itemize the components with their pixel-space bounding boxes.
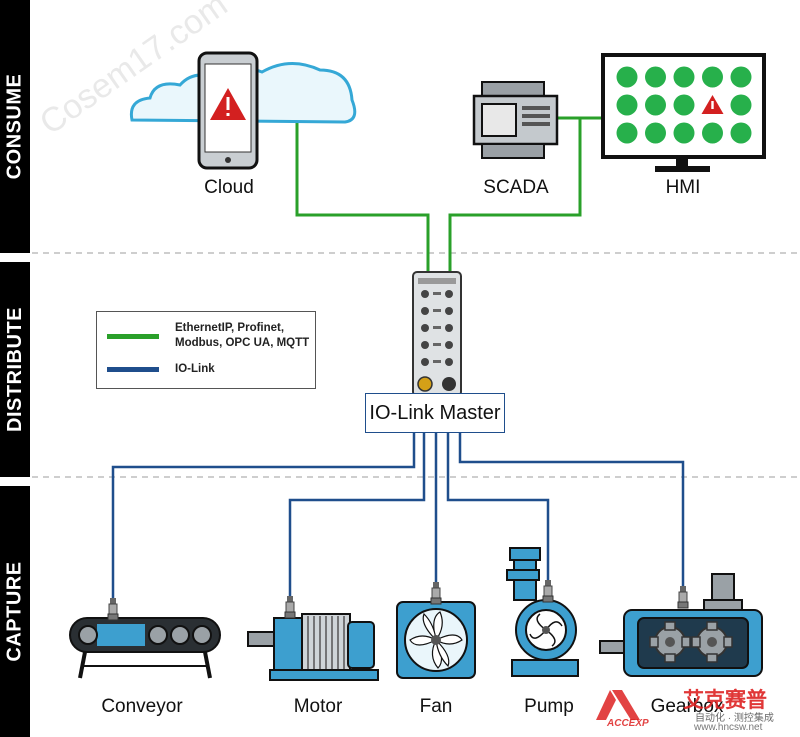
legend: EthernetIP, Profinet, Modbus, OPC UA, MQ… [96, 311, 316, 389]
motor-icon [247, 595, 379, 681]
warning-triangle-icon [210, 88, 246, 120]
hmi-status-dot [673, 94, 695, 116]
hmi-status-dot [645, 122, 666, 144]
legend-ethernet-line2: Modbus, OPC UA, MQTT [175, 337, 310, 349]
section-label-capture: CAPTURE [0, 486, 30, 737]
watermark-brand-cn: 艾克赛普 [683, 689, 767, 712]
legend-ethernet-line1: EthernetIP, Profinet, [175, 322, 285, 334]
motor-label: Motor [293, 696, 343, 717]
watermark-brand-logo: ACCEXP [607, 718, 649, 729]
legend-item-iolink: IO-Link [107, 362, 215, 377]
legend-iolink-label: IO-Link [175, 363, 215, 375]
hmi-status-dot [702, 122, 723, 144]
io-link-master-label: IO-Link Master [365, 393, 505, 433]
iolink-links [111, 431, 685, 598]
hmi-warning-mark [711, 101, 714, 109]
pump-label: Pump [524, 696, 574, 717]
hmi-status-dot [730, 94, 752, 116]
conveyor-icon [69, 597, 221, 679]
hmi-status-dot [616, 94, 638, 116]
cloud-label: Cloud [204, 177, 254, 198]
conveyor-label: Conveyor [101, 696, 183, 717]
hmi-monitor-icon [601, 53, 766, 172]
io-link-master-text: IO-Link Master [369, 401, 501, 424]
hmi-status-dot [730, 122, 752, 144]
scada-label: SCADA [483, 177, 549, 198]
hmi-label: HMI [665, 177, 701, 198]
legend-swatch-iolink [107, 367, 159, 372]
watermark-brand-sub: 自动化 · 测控集成 [695, 713, 774, 724]
legend-item-ethernet: EthernetIP, Profinet, Modbus, OPC UA, MQ… [107, 321, 309, 351]
legend-swatch-ethernet [107, 333, 159, 339]
hmi-status-dot [645, 94, 666, 116]
hmi-status-dot [645, 66, 666, 88]
gearbox-label: Gearbox [650, 696, 724, 717]
watermark-logo [596, 690, 640, 720]
distribute-label: DISTRIBUTE [3, 307, 26, 432]
section-label-distribute: DISTRIBUTE [0, 262, 30, 477]
hmi-status-dot [616, 66, 638, 88]
scada-plc-icon [472, 81, 559, 159]
hmi-status-lights [616, 66, 752, 144]
io-link-master-device [412, 271, 462, 397]
hmi-status-dot [616, 122, 638, 144]
hmi-status-dot [702, 66, 723, 88]
fan-label: Fan [419, 696, 453, 717]
ethernet-links [295, 116, 603, 280]
capture-label: CAPTURE [3, 561, 26, 662]
hmi-status-dot [673, 66, 695, 88]
hmi-status-dot [730, 66, 752, 88]
pump-icon [506, 547, 579, 677]
gearbox-icon [599, 573, 763, 677]
section-label-consume: CONSUME [0, 0, 30, 253]
watermark-brand-url: www.hncsw.net [694, 722, 763, 733]
fan-icon [396, 581, 476, 679]
consume-label: CONSUME [3, 73, 26, 180]
hmi-status-dot [673, 122, 695, 144]
